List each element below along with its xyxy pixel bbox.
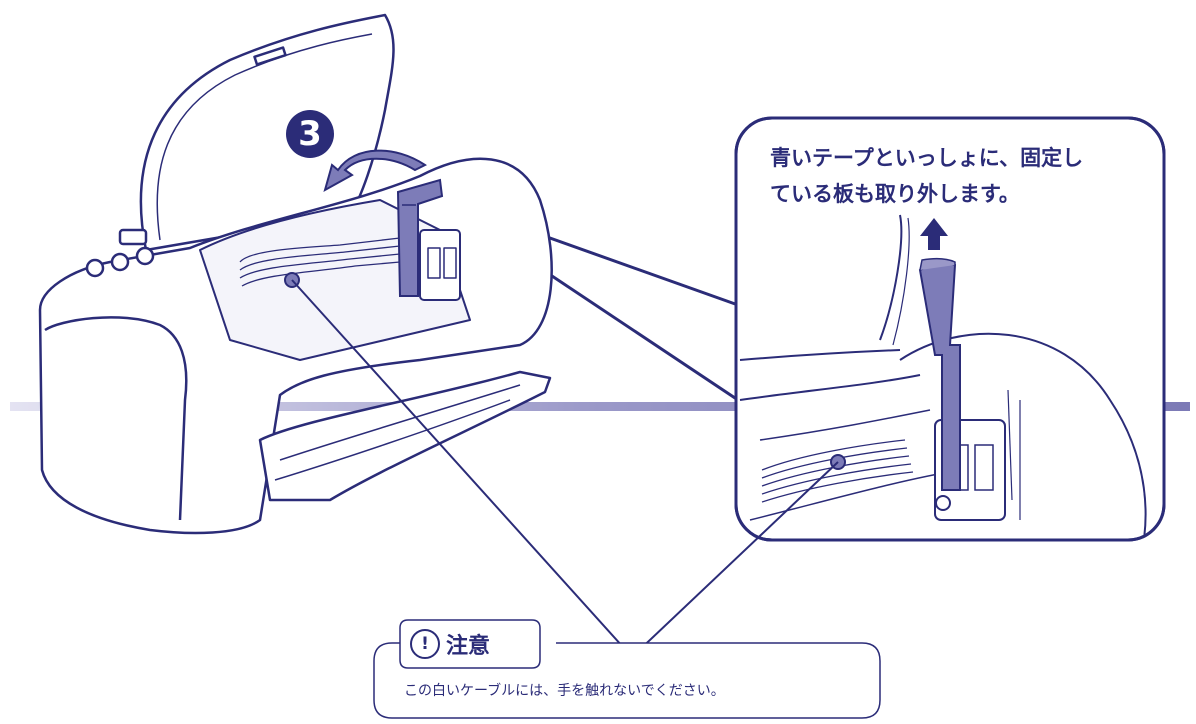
- section-band: [10, 402, 1190, 411]
- blue-tape: [396, 178, 444, 297]
- callout-line-2: ている板も取り外します。: [770, 182, 1020, 206]
- caution-heading: ! 注意: [410, 624, 490, 664]
- caution-title: 注意: [446, 634, 491, 659]
- exclamation-icon: !: [410, 629, 440, 659]
- caution-text: この白いケーブルには、手を触れないでください。: [404, 683, 725, 699]
- up-arrow-icon: [920, 218, 948, 250]
- callout-line-1: 青いテープといっしょに、固定し: [770, 146, 1084, 170]
- callout-text: 青いテープといっしょに、固定し ている板も取り外します。: [770, 140, 1160, 212]
- motion-arrow: [323, 149, 427, 193]
- printer: [38, 13, 553, 535]
- step-badge: [286, 110, 334, 158]
- caution-leaders: [291, 279, 839, 658]
- blue-tape-zoom: [918, 257, 961, 511]
- step-number: 3: [298, 114, 322, 154]
